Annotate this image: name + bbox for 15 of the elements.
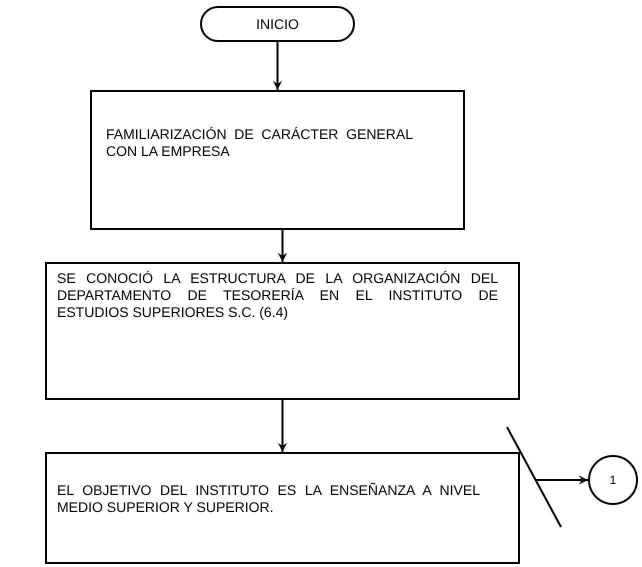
process-text: EL OBJETIVO DEL INSTITUTO ES LA ENSEÑANZA A NIVEL MEDIO SUPERIOR Y SUPERIOR. (57, 482, 480, 516)
process-text: FAMILIARIZACIÓN DE CARÁCTER GENERAL CON LA EMPRESA (106, 126, 413, 160)
arrow (536, 476, 588, 484)
process-box (90, 90, 465, 230)
arrow (273, 42, 282, 90)
arrow (278, 230, 287, 262)
connector-circle (588, 455, 638, 505)
terminator-label: INICIO (256, 16, 299, 32)
process-text: SE CONOCIÓ LA ESTRUCTURA DE LA ORGANIZACIÓN DEL DEPARTAMENTO DE TESORERÍA EN EL INSTITUTO DE ESTUDIOS SUPERIORES S.C. (6.4) (57, 270, 498, 321)
process-box (45, 452, 520, 564)
arrow (278, 400, 287, 452)
diagonal-line (506, 426, 562, 528)
process-box (45, 262, 520, 400)
start-terminator (200, 6, 355, 42)
connector-number: 1 (610, 472, 616, 488)
